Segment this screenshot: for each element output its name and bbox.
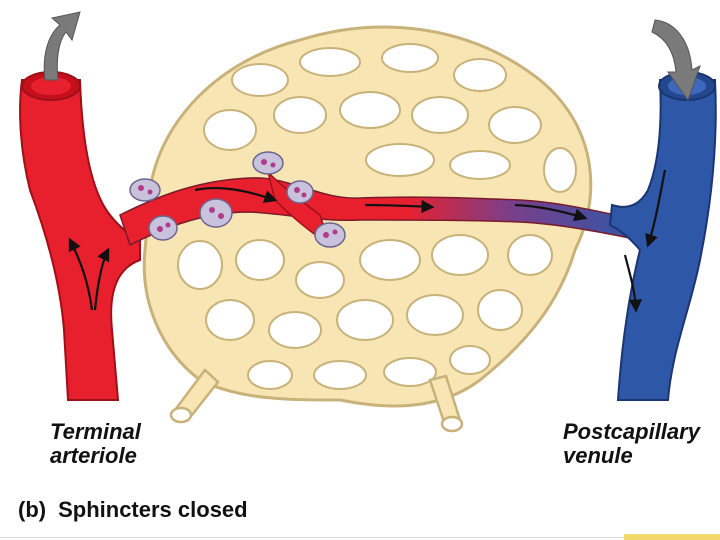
sphincter (314, 222, 346, 248)
flow-arrow (68, 237, 94, 311)
gray-arrow-down-icon (651, 19, 701, 102)
flow-arrow (194, 186, 278, 203)
postcapillary-venule-label-line2: venule (563, 443, 633, 468)
gray-arrow-up-icon (43, 11, 81, 81)
flow-arrow (364, 199, 435, 214)
flow-arrows (68, 169, 667, 313)
sphincter (129, 178, 161, 202)
postcapillary-venule (608, 71, 717, 401)
sphincter (286, 180, 314, 204)
terminal-arteriole-label: Terminal arteriole (50, 420, 141, 468)
flow-arrow (623, 254, 643, 313)
sphincter (199, 198, 233, 228)
terminal-arteriole-label-line2: arteriole (50, 443, 137, 468)
postcapillary-venule-label-line1: Postcapillary (563, 419, 700, 444)
flow-arrow (645, 169, 667, 248)
caption-text: Sphincters closed (58, 497, 248, 522)
precapillary-sphincters (129, 151, 346, 248)
terminal-arteriole-label-line1: Terminal (50, 419, 141, 444)
capillary-bed (142, 25, 593, 433)
terminal-arteriole (19, 71, 141, 401)
corner-accent-bar (624, 534, 720, 540)
sphincter (252, 151, 284, 175)
postcapillary-venule-label: Postcapillary venule (563, 420, 700, 468)
gray-flow-arrows (43, 11, 701, 102)
bottom-divider (0, 537, 624, 538)
flow-arrow (514, 203, 588, 222)
sphincter (148, 215, 178, 241)
figure-caption: (b) Sphincters closed (18, 497, 248, 523)
flow-arrow (93, 247, 110, 311)
caption-tag: (b) (18, 497, 47, 522)
